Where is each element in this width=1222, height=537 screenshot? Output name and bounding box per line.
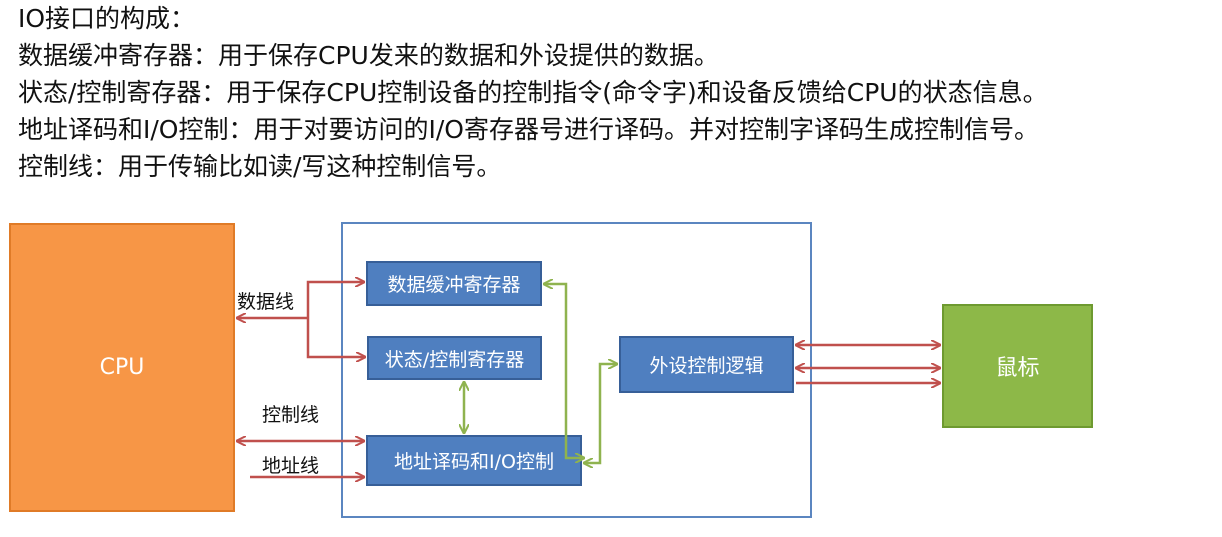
text-line-title: IO接口的构成： <box>18 4 196 33</box>
text-line-status-control: 状态/控制寄存器：用于保存CPU控制设备的控制指令(命令字)和设备反馈给CPU的… <box>18 78 1048 107</box>
description-text: IO接口的构成： 数据缓冲寄存器：用于保存CPU发来的数据和外设提供的数据。 状… <box>18 0 1048 185</box>
data-buffer-register-label: 数据缓冲寄存器 <box>387 274 521 296</box>
text-line-address-decode: 地址译码和I/O控制：用于对要访问的I/O寄存器号进行译码。并对控制字译码生成控… <box>18 115 1039 144</box>
mouse-box: 鼠标 <box>942 304 1093 428</box>
text-line-data-buffer: 数据缓冲寄存器：用于保存CPU发来的数据和外设提供的数据。 <box>18 41 719 70</box>
control-line-label: 控制线 <box>262 404 320 426</box>
data-line-label: 数据线 <box>237 291 295 313</box>
peripheral-mouse-arrows <box>796 345 940 383</box>
data-line-arrows <box>237 282 365 357</box>
address-line-label: 地址线 <box>262 455 320 477</box>
status-control-register-label: 状态/控制寄存器 <box>384 348 525 371</box>
cpu-box: CPU <box>9 223 235 512</box>
cpu-label: CPU <box>99 355 145 380</box>
internal-bus-arrows <box>464 284 617 463</box>
data-buffer-register-box: 数据缓冲寄存器 <box>366 261 542 306</box>
text-line-control-line: 控制线：用于传输比如读/写这种控制信号。 <box>18 152 502 181</box>
peripheral-control-logic-box: 外设控制逻辑 <box>619 336 794 393</box>
status-control-register-box: 状态/控制寄存器 <box>367 336 542 380</box>
peripheral-control-logic-label: 外设控制逻辑 <box>649 355 764 377</box>
mouse-label: 鼠标 <box>995 356 1040 381</box>
address-decode-io-control-label: 地址译码和I/O控制 <box>394 451 554 473</box>
